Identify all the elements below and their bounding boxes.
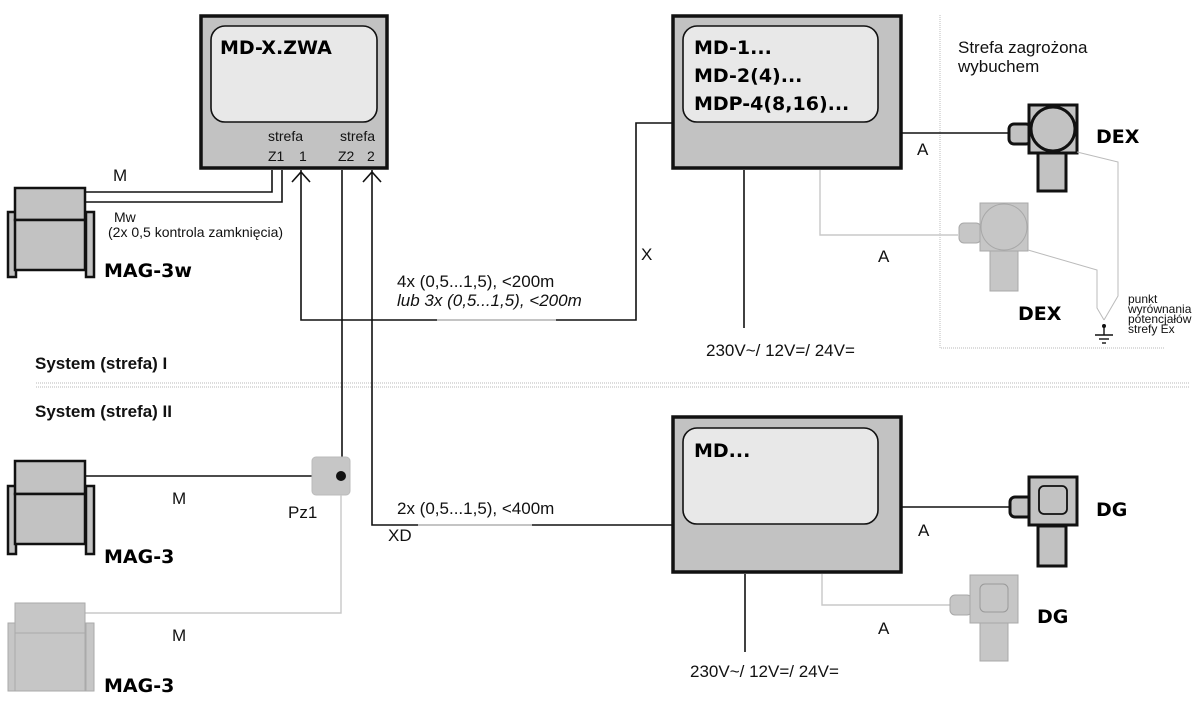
hazard-zone-title-1: Strefa zagrożona xyxy=(958,38,1088,57)
ground-label-2: wyrównania xyxy=(1127,302,1192,316)
cable-mw-label: Mw xyxy=(114,209,137,225)
detector-unit-bottom[interactable] xyxy=(671,415,903,574)
device-mag-3-b[interactable] xyxy=(7,602,95,692)
cable-a-dex2 xyxy=(819,170,958,236)
controller-title: MD-X.ZWA xyxy=(220,37,332,59)
detector-bottom-title: MD... xyxy=(694,440,750,462)
controller-screen xyxy=(210,25,378,123)
cable-xd xyxy=(371,170,672,526)
mag-3-a-label: MAG-3 xyxy=(104,546,174,568)
junction-pz1[interactable] xyxy=(311,456,351,496)
cable-m-mag3a-label: M xyxy=(172,489,186,508)
cable-m-mag3b-label: M xyxy=(172,626,186,645)
detector-unit-bottom-screen xyxy=(682,427,879,525)
cable-m-top-label: M xyxy=(113,166,127,185)
cable-a-dg2-label: A xyxy=(878,619,890,638)
junction-dot-icon xyxy=(336,471,346,481)
cable-a-dex1-label: A xyxy=(917,140,929,159)
detector-top-line-2: MD-2(4)... xyxy=(694,65,802,87)
device-mag-3w[interactable] xyxy=(6,186,96,279)
detector-unit-top-screen xyxy=(682,25,879,123)
cable-x-label: X xyxy=(641,245,652,264)
dg-b-label: DG xyxy=(1037,606,1068,628)
cable-x-right xyxy=(556,122,672,321)
detector-dg-b[interactable] xyxy=(949,574,1019,662)
mag-3w-label: MAG-3w xyxy=(104,260,192,282)
cable-m-top xyxy=(85,170,273,193)
detector-dex-b[interactable] xyxy=(958,202,1029,292)
ground-wire-dex-a xyxy=(1076,151,1119,321)
power-label-top: 230V~/ 12V=/ 24V= xyxy=(706,341,855,360)
cable-xd-spec: 2x (0,5...1,5), <400m xyxy=(397,499,554,518)
hazard-zone-boundary xyxy=(939,15,1165,349)
detector-dex-a[interactable] xyxy=(1007,103,1079,193)
dg-a-label: DG xyxy=(1096,499,1127,521)
detector-top-line-3: MDP-4(8,16)... xyxy=(694,93,849,115)
ground-label-4: strefy Ex xyxy=(1128,322,1175,336)
ground-icon xyxy=(1095,324,1113,344)
terminal-z2: Z2 xyxy=(338,148,355,164)
terminal-1: 1 xyxy=(299,148,307,164)
detector-top-line-1: MD-1... xyxy=(694,37,772,59)
arrow-terminal-1-icon xyxy=(291,170,311,183)
terminal-2: 2 xyxy=(367,148,375,164)
cable-mw-note: (2x 0,5 kontrola zamknięcia) xyxy=(108,224,283,240)
power-label-bottom: 230V~/ 12V=/ 24V= xyxy=(690,662,839,681)
detector-unit-top[interactable] xyxy=(671,14,903,170)
zone1-label: strefa xyxy=(268,128,303,144)
ground-label-1: punkt xyxy=(1128,292,1158,306)
cable-a-dex2-label: A xyxy=(878,247,890,266)
cable-m-mag3b xyxy=(85,495,342,614)
arrow-terminal-2-icon xyxy=(362,170,382,183)
mag-3-b-label: MAG-3 xyxy=(104,675,174,697)
cable-a-dg1-label: A xyxy=(918,521,930,540)
section-system-2: System (strefa) II xyxy=(35,402,172,421)
ground-wire-dex-b xyxy=(1027,249,1105,321)
ground-label-3: potencjałów xyxy=(1128,312,1192,326)
zone2-label: strefa xyxy=(340,128,375,144)
dex-b-label: DEX xyxy=(1018,303,1062,325)
cable-mw xyxy=(85,170,283,203)
controller-md-x-zwa[interactable] xyxy=(199,14,389,170)
section-system-1: System (strefa) I xyxy=(35,354,167,373)
cable-a-dg2 xyxy=(821,574,950,606)
cable-x-spec-1: 4x (0,5...1,5), <200m xyxy=(397,272,554,291)
hazard-zone-title-2: wybuchem xyxy=(957,57,1039,76)
terminal-z1: Z1 xyxy=(268,148,285,164)
pz1-label: Pz1 xyxy=(288,503,317,522)
cable-xd-label: XD xyxy=(388,526,412,545)
cable-x-spec-2: lub 3x (0,5...1,5), <200m xyxy=(397,291,582,310)
detector-dg-a[interactable] xyxy=(1008,475,1079,568)
dex-a-label: DEX xyxy=(1096,126,1140,148)
device-mag-3-a[interactable] xyxy=(6,459,96,556)
